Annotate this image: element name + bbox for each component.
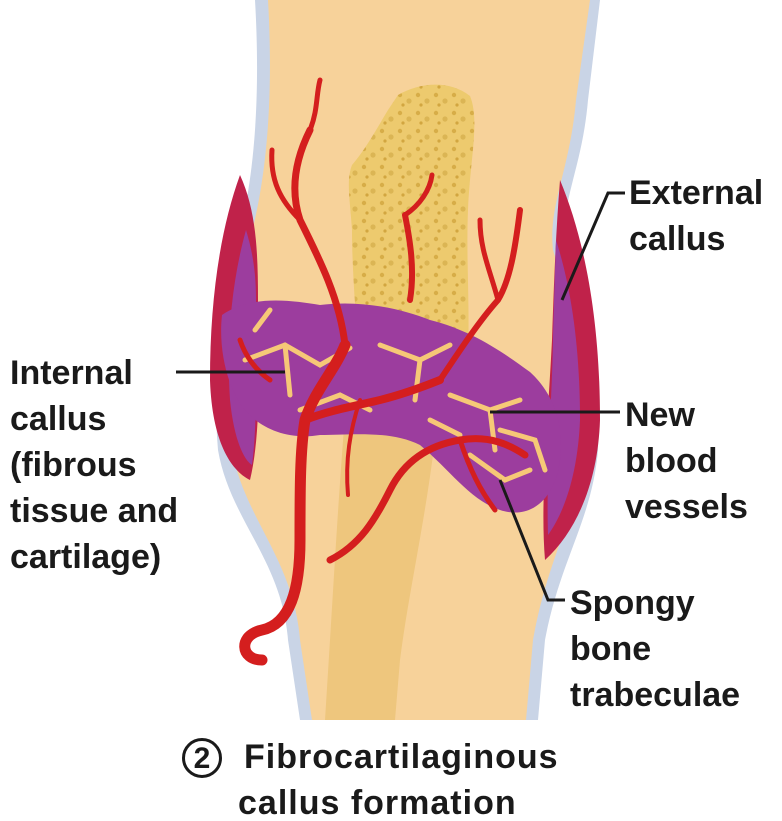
step-number-badge: 2 [182, 738, 222, 778]
caption-text: Fibrocartilaginous callus formation [244, 734, 559, 821]
label-external-callus: External callus [629, 170, 763, 262]
label-vessels-line-3: vessels [625, 484, 748, 530]
label-internal-line-3: (fibrous [10, 442, 178, 488]
label-external-line-2: callus [629, 216, 763, 262]
label-internal-line-2: callus [10, 396, 178, 442]
label-internal-line-1: Internal [10, 350, 178, 396]
label-spongy-bone-trabeculae: Spongy bone trabeculae [570, 580, 740, 718]
label-internal-callus: Internal callus (fibrous tissue and cart… [10, 350, 178, 580]
caption-line-2: callus formation [238, 780, 559, 821]
label-internal-line-4: tissue and [10, 488, 178, 534]
label-internal-line-5: cartilage) [10, 534, 178, 580]
label-external-line-1: External [629, 170, 763, 216]
label-spongy-line-3: trabeculae [570, 672, 740, 718]
label-spongy-line-2: bone [570, 626, 740, 672]
label-vessels-line-2: blood [625, 438, 748, 484]
caption-line-1: Fibrocartilaginous [244, 734, 559, 780]
label-vessels-line-1: New [625, 392, 748, 438]
label-new-blood-vessels: New blood vessels [625, 392, 748, 530]
label-spongy-line-1: Spongy [570, 580, 740, 626]
